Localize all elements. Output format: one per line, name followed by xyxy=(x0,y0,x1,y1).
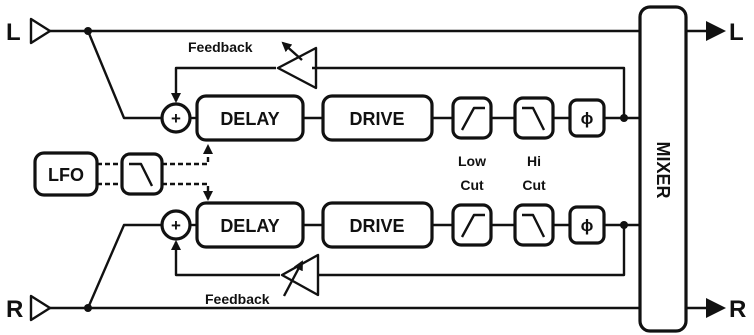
input-left-label: L xyxy=(6,19,21,46)
phase-symbol-top: ϕ xyxy=(581,109,594,128)
feedback-amp-top xyxy=(276,46,318,90)
top-channel: Feedback + DELAY DRIVE ϕ xyxy=(160,39,640,142)
delay-block-top xyxy=(195,94,305,142)
sum-symbol-top: + xyxy=(171,109,181,128)
output-right-label: R xyxy=(729,296,746,323)
hi-cut-caption-line1: Hi xyxy=(527,153,541,169)
lfo-modulation: LFO xyxy=(33,144,213,201)
lfo-label: LFO xyxy=(48,165,84,185)
drive-block-bottom xyxy=(321,201,434,249)
drive-label-top: DRIVE xyxy=(349,109,404,129)
output-left-arrow xyxy=(706,21,726,41)
drive-label-bottom: DRIVE xyxy=(349,216,404,236)
low-cut-caption-line1: Low xyxy=(458,153,486,169)
output-left-label: L xyxy=(729,19,744,46)
phase-block-top xyxy=(568,98,606,138)
hi-cut-filter-top xyxy=(513,96,555,140)
delay-label-top: DELAY xyxy=(220,109,279,129)
highpass-curve-icon xyxy=(460,106,485,131)
low-cut-caption-line2: Cut xyxy=(460,177,484,193)
mixer-label: MIXER xyxy=(653,141,673,198)
lfo-filter xyxy=(120,152,164,196)
hi-cut-filter-bottom xyxy=(513,203,555,247)
mixer-block xyxy=(638,5,688,333)
feedback-label-bottom: Feedback xyxy=(205,291,270,307)
drive-block-top xyxy=(321,94,434,142)
phase-block-bottom xyxy=(568,205,606,245)
input-right-label: R xyxy=(6,296,23,323)
input-right-triangle xyxy=(29,294,52,322)
lfo-block xyxy=(33,151,99,197)
dry-path-wires xyxy=(50,27,706,312)
delay-block-bottom xyxy=(195,201,305,249)
low-cut-filter-bottom xyxy=(451,203,493,247)
delay-label-bottom: DELAY xyxy=(220,216,279,236)
bottom-channel: Feedback + DELAY DRIVE ϕ xyxy=(160,201,640,307)
low-cut-filter-top xyxy=(451,96,493,140)
lowpass-curve-icon xyxy=(522,213,546,238)
lowpass-curve-icon xyxy=(522,106,546,131)
output-right-arrow xyxy=(706,298,726,318)
input-left-triangle xyxy=(29,17,52,45)
phase-symbol-bottom: ϕ xyxy=(581,216,594,235)
feedback-label-top: Feedback xyxy=(188,39,253,55)
lowpass-curve-icon xyxy=(129,162,154,187)
hi-cut-caption-line2: Cut xyxy=(522,177,546,193)
highpass-curve-icon xyxy=(460,213,485,238)
sum-symbol-bottom: + xyxy=(171,216,181,235)
